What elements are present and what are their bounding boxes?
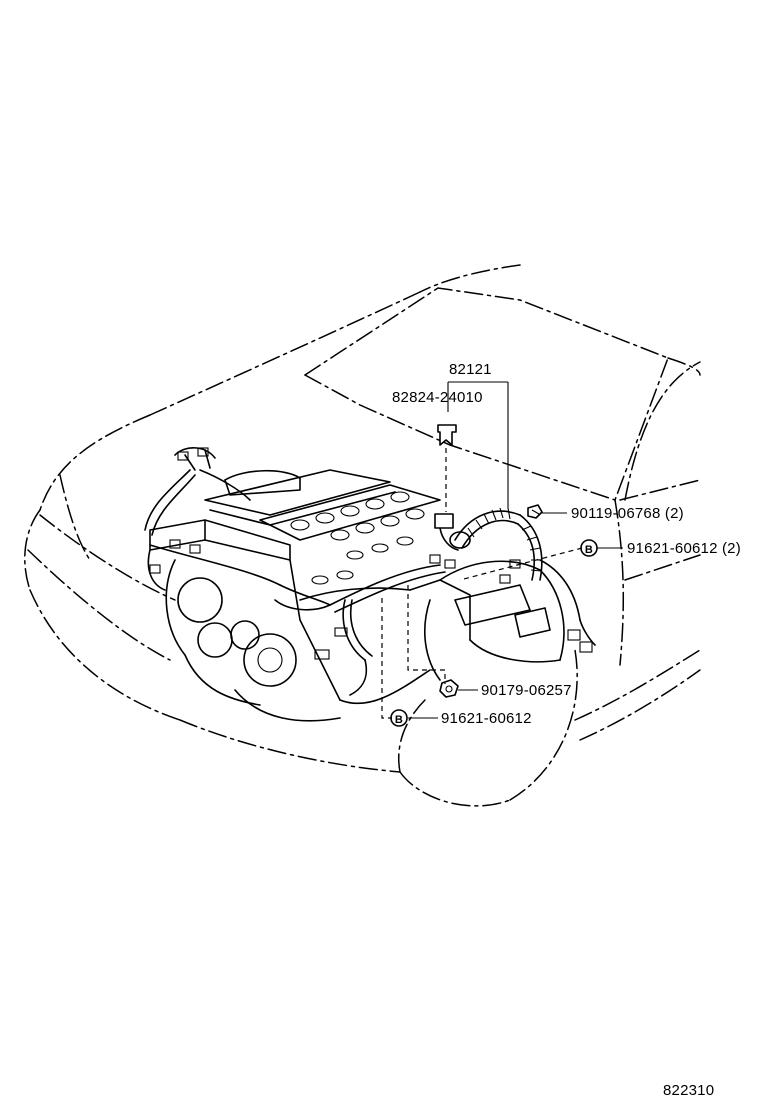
part-label-assembly: 82121 — [449, 361, 492, 378]
badge-b-label: B — [395, 714, 403, 726]
illustration-number: 822310 — [663, 1082, 714, 1099]
part-label-nut: 90179-06257 — [481, 682, 572, 699]
badge-b-lower: B — [390, 709, 408, 727]
callout-leaders — [381, 381, 623, 719]
nut-icon — [439, 679, 459, 698]
engine-block — [149, 447, 565, 722]
small-parts — [437, 424, 543, 698]
part-label-bolt: 90119-06768 (2) — [571, 505, 684, 522]
badge-b-upper: B — [580, 539, 598, 557]
part-label-clamp: 82824-24010 — [392, 389, 483, 406]
wire-harness — [144, 447, 596, 696]
badge-b-label: B — [585, 544, 593, 556]
part-label-bolt-b-pair: 91621-60612 (2) — [627, 540, 741, 557]
part-label-bolt-b-single: 91621-60612 — [441, 710, 532, 727]
bolt-icon — [527, 504, 543, 519]
clamp-icon — [437, 424, 457, 446]
car-body-outline — [24, 264, 701, 807]
